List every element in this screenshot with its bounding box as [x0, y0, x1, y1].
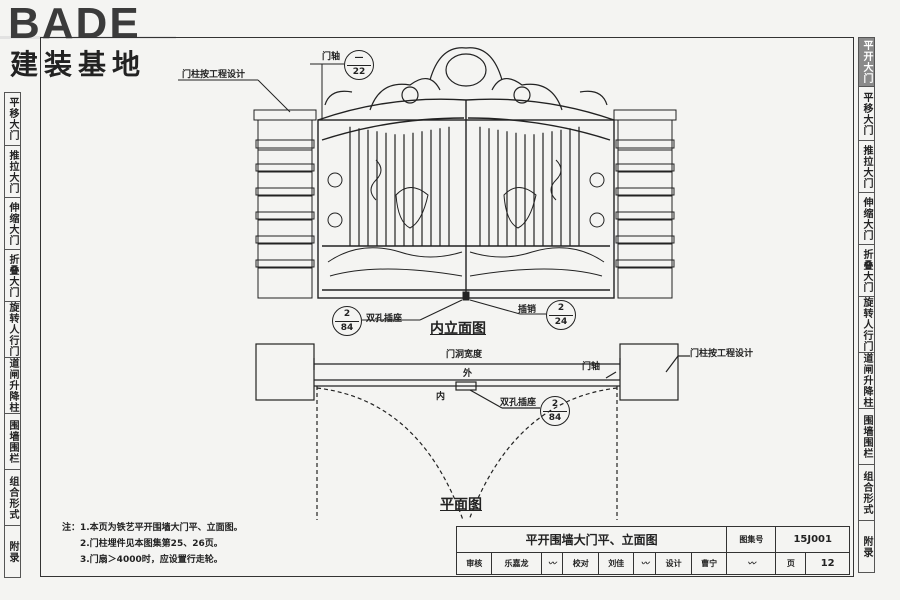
drawing-title: 平开围墙大门平、立面图	[455, 526, 728, 553]
left-tab-3[interactable]: 伸缩大门	[4, 198, 21, 250]
right-tab-6[interactable]: 旋转人行门	[858, 297, 875, 353]
left-tab-6[interactable]: 道闸升降柱	[4, 358, 21, 414]
axis-label-elevation: 门轴	[322, 52, 341, 62]
left-tab-column: 平移大门推拉大门伸缩大门折叠大门旋转人行门道闸升降柱围墙围栏组合形式附录	[4, 92, 38, 578]
callout-top: 2	[551, 399, 559, 409]
right-tab-3[interactable]: 推拉大门	[858, 141, 875, 193]
callout-top: 2	[557, 303, 565, 313]
designer-signature: 〰	[726, 552, 777, 575]
note-line: 注：1.本页为铁艺平开围墙大门平、立面图。	[62, 523, 243, 533]
checker: 刘佳	[597, 552, 635, 575]
right-tab-8[interactable]: 围墙围栏	[858, 409, 875, 465]
gate-crown	[324, 47, 608, 111]
page-no: 12	[805, 552, 850, 575]
elevation-title: 内立面图	[430, 321, 486, 337]
callout-bottom: 84	[548, 413, 562, 423]
atlas-label: 图集号	[726, 526, 777, 553]
left-tab-2[interactable]: 推拉大门	[4, 146, 21, 198]
reviewer: 乐嘉龙	[491, 552, 542, 575]
design-label: 设计	[655, 552, 692, 575]
plan-title: 平面图	[440, 497, 482, 513]
review-label: 审核	[455, 552, 493, 575]
checker-signature: 〰	[633, 552, 657, 575]
right-tab-1[interactable]: 平开大门	[858, 37, 875, 87]
callout-top: —	[354, 53, 364, 63]
inside-label: 内	[436, 392, 446, 402]
page-label: 页	[775, 552, 807, 575]
gate-ornaments	[327, 159, 605, 277]
gate-leaves	[317, 98, 615, 299]
gate-bars	[349, 126, 580, 246]
callout-top: 2	[343, 309, 351, 319]
left-tab-4[interactable]: 折叠大门	[4, 250, 21, 302]
left-tab-8[interactable]: 组合形式	[4, 470, 21, 526]
latch-ref-callout: 2 24	[546, 300, 576, 330]
right-tab-9[interactable]: 组合形式	[858, 465, 875, 521]
socket-ref-callout-plan: 2 84	[540, 396, 570, 426]
designer: 曹宁	[690, 552, 728, 575]
right-tab-7[interactable]: 道闸升降柱	[858, 353, 875, 409]
note-line: 3.门扇＞4000时，应设置行走轮。	[80, 555, 223, 565]
plan-view	[255, 343, 690, 521]
drawing-frame	[40, 37, 854, 577]
left-tab-9[interactable]: 附录	[4, 526, 21, 578]
right-tab-4[interactable]: 伸缩大门	[858, 193, 875, 245]
notes: 注：1.本页为铁艺平开围墙大门平、立面图。 2.门柱埋件见本图集第25、26页。…	[62, 520, 243, 568]
logo-cn-text: 建装基地	[10, 48, 147, 81]
right-tab-column: 平开大门平移大门推拉大门伸缩大门折叠大门旋转人行门道闸升降柱围墙围栏组合形式附录	[858, 37, 892, 573]
axis-ref-callout: — 22	[344, 50, 374, 80]
check-label: 校对	[562, 552, 599, 575]
logo-text: BADE	[8, 0, 141, 48]
socket-ref-callout: 2 84	[332, 306, 362, 336]
callout-bottom: 84	[340, 323, 354, 333]
pillar-note-plan: 门柱按工程设计	[690, 349, 754, 359]
reviewer-signature: 〰	[540, 552, 564, 575]
right-pillar	[613, 109, 677, 299]
opening-width-label: 门洞宽度	[446, 350, 483, 360]
outside-label: 外	[463, 369, 473, 379]
latch-label: 插销	[518, 305, 537, 315]
right-tab-2[interactable]: 平移大门	[858, 87, 875, 141]
right-tab-5[interactable]: 折叠大门	[858, 245, 875, 297]
right-tab-10[interactable]: 附录	[858, 521, 875, 573]
note-line: 2.门柱埋件见本图集第25、26页。	[80, 539, 223, 549]
left-pillar	[253, 109, 317, 299]
left-tab-1[interactable]: 平移大门	[4, 92, 21, 146]
socket-label-plan: 双孔插座	[500, 398, 537, 408]
axis-label-plan: 门轴	[582, 362, 601, 372]
left-tab-5[interactable]: 旋转人行门	[4, 302, 21, 358]
pillar-note-elevation: 门柱按工程设计	[182, 70, 246, 80]
callout-bottom: 22	[352, 67, 366, 77]
atlas-no: 15J001	[775, 526, 850, 553]
callout-bottom: 24	[554, 317, 568, 327]
title-block: 平开围墙大门平、立面图 图集号 15J001 审核 乐嘉龙 〰 校对 刘佳 〰 …	[455, 526, 850, 575]
socket-label-elevation: 双孔插座	[366, 314, 403, 324]
left-tab-7[interactable]: 围墙围栏	[4, 414, 21, 470]
